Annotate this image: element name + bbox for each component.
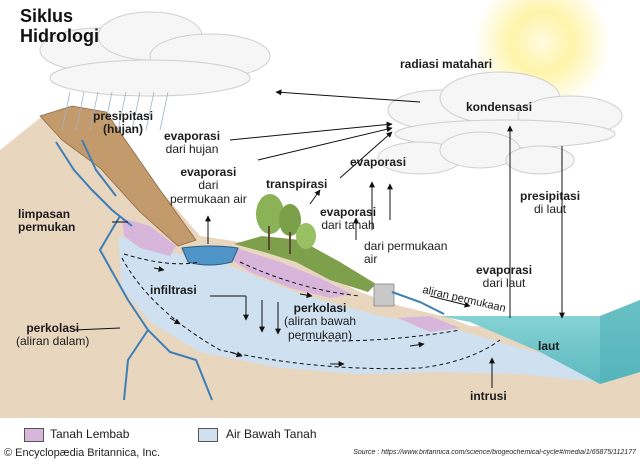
copyright-text: © Encyclopædia Britannica, Inc.	[4, 447, 160, 459]
title-line-2: Hidrologi	[20, 26, 99, 46]
label-perkolasi-aliran-dalam: perkolasi(aliran dalam)	[16, 322, 89, 349]
label-transpirasi: transpirasi	[266, 178, 327, 191]
dam	[374, 284, 394, 306]
label-radiasi-matahari: radiasi matahari	[400, 58, 492, 71]
legend-label-tanah-lembab: Tanah Lembab	[50, 428, 129, 441]
label-kondensasi: kondensasi	[466, 101, 532, 114]
title-line-1: Siklus	[20, 6, 99, 26]
source-text: Source : https://www.britannica.com/scie…	[300, 449, 636, 456]
label-evaporasi: evaporasi	[350, 156, 406, 169]
label-infiltrasi: infiltrasi	[150, 284, 197, 297]
legend-label-air-bawah-tanah: Air Bawah Tanah	[226, 428, 317, 441]
label-intrusi: intrusi	[470, 390, 507, 403]
page-title: Siklus Hidrologi	[20, 6, 99, 46]
legend-swatch-tanah-lembab	[24, 428, 44, 442]
label-laut: laut	[538, 340, 559, 353]
lake	[182, 246, 238, 265]
legend-swatch-air-bawah-tanah	[198, 428, 218, 442]
label-presipitasi-hujan: presipitasi(hujan)	[93, 110, 153, 137]
